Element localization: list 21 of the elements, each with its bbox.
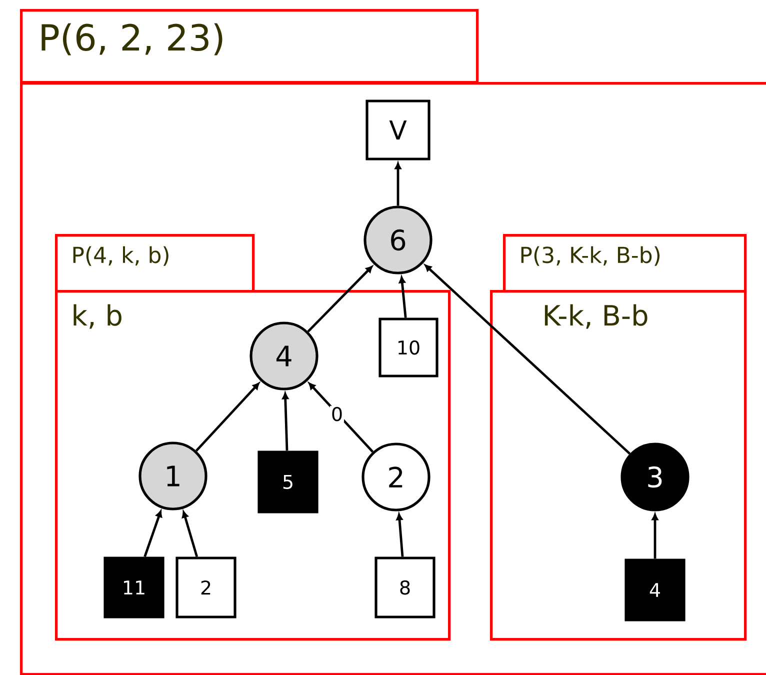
vertex-box: 4 xyxy=(624,558,686,622)
arrow xyxy=(424,264,631,455)
heading-box: P(4, k, b) xyxy=(55,234,255,293)
arrow xyxy=(182,511,198,558)
arrow xyxy=(308,382,374,453)
arrow xyxy=(144,510,162,558)
arrow xyxy=(398,276,407,318)
arrow xyxy=(394,162,402,206)
vertex-box: 8 xyxy=(374,556,436,618)
vertex-box: 2 xyxy=(176,556,236,618)
heading-box: P(6, 2, 23) xyxy=(20,9,479,84)
vertex-box: 10 xyxy=(378,318,438,378)
arrow xyxy=(396,513,404,557)
arrow xyxy=(195,382,260,452)
vertex-box: 5 xyxy=(258,450,318,514)
vertex-box: 11 xyxy=(104,556,164,618)
arrow xyxy=(307,266,373,332)
heading-box: P(3, K-k, B-b) xyxy=(503,234,747,293)
vertex-box: V xyxy=(366,100,430,160)
arrow xyxy=(282,392,289,451)
arrow xyxy=(652,514,658,559)
